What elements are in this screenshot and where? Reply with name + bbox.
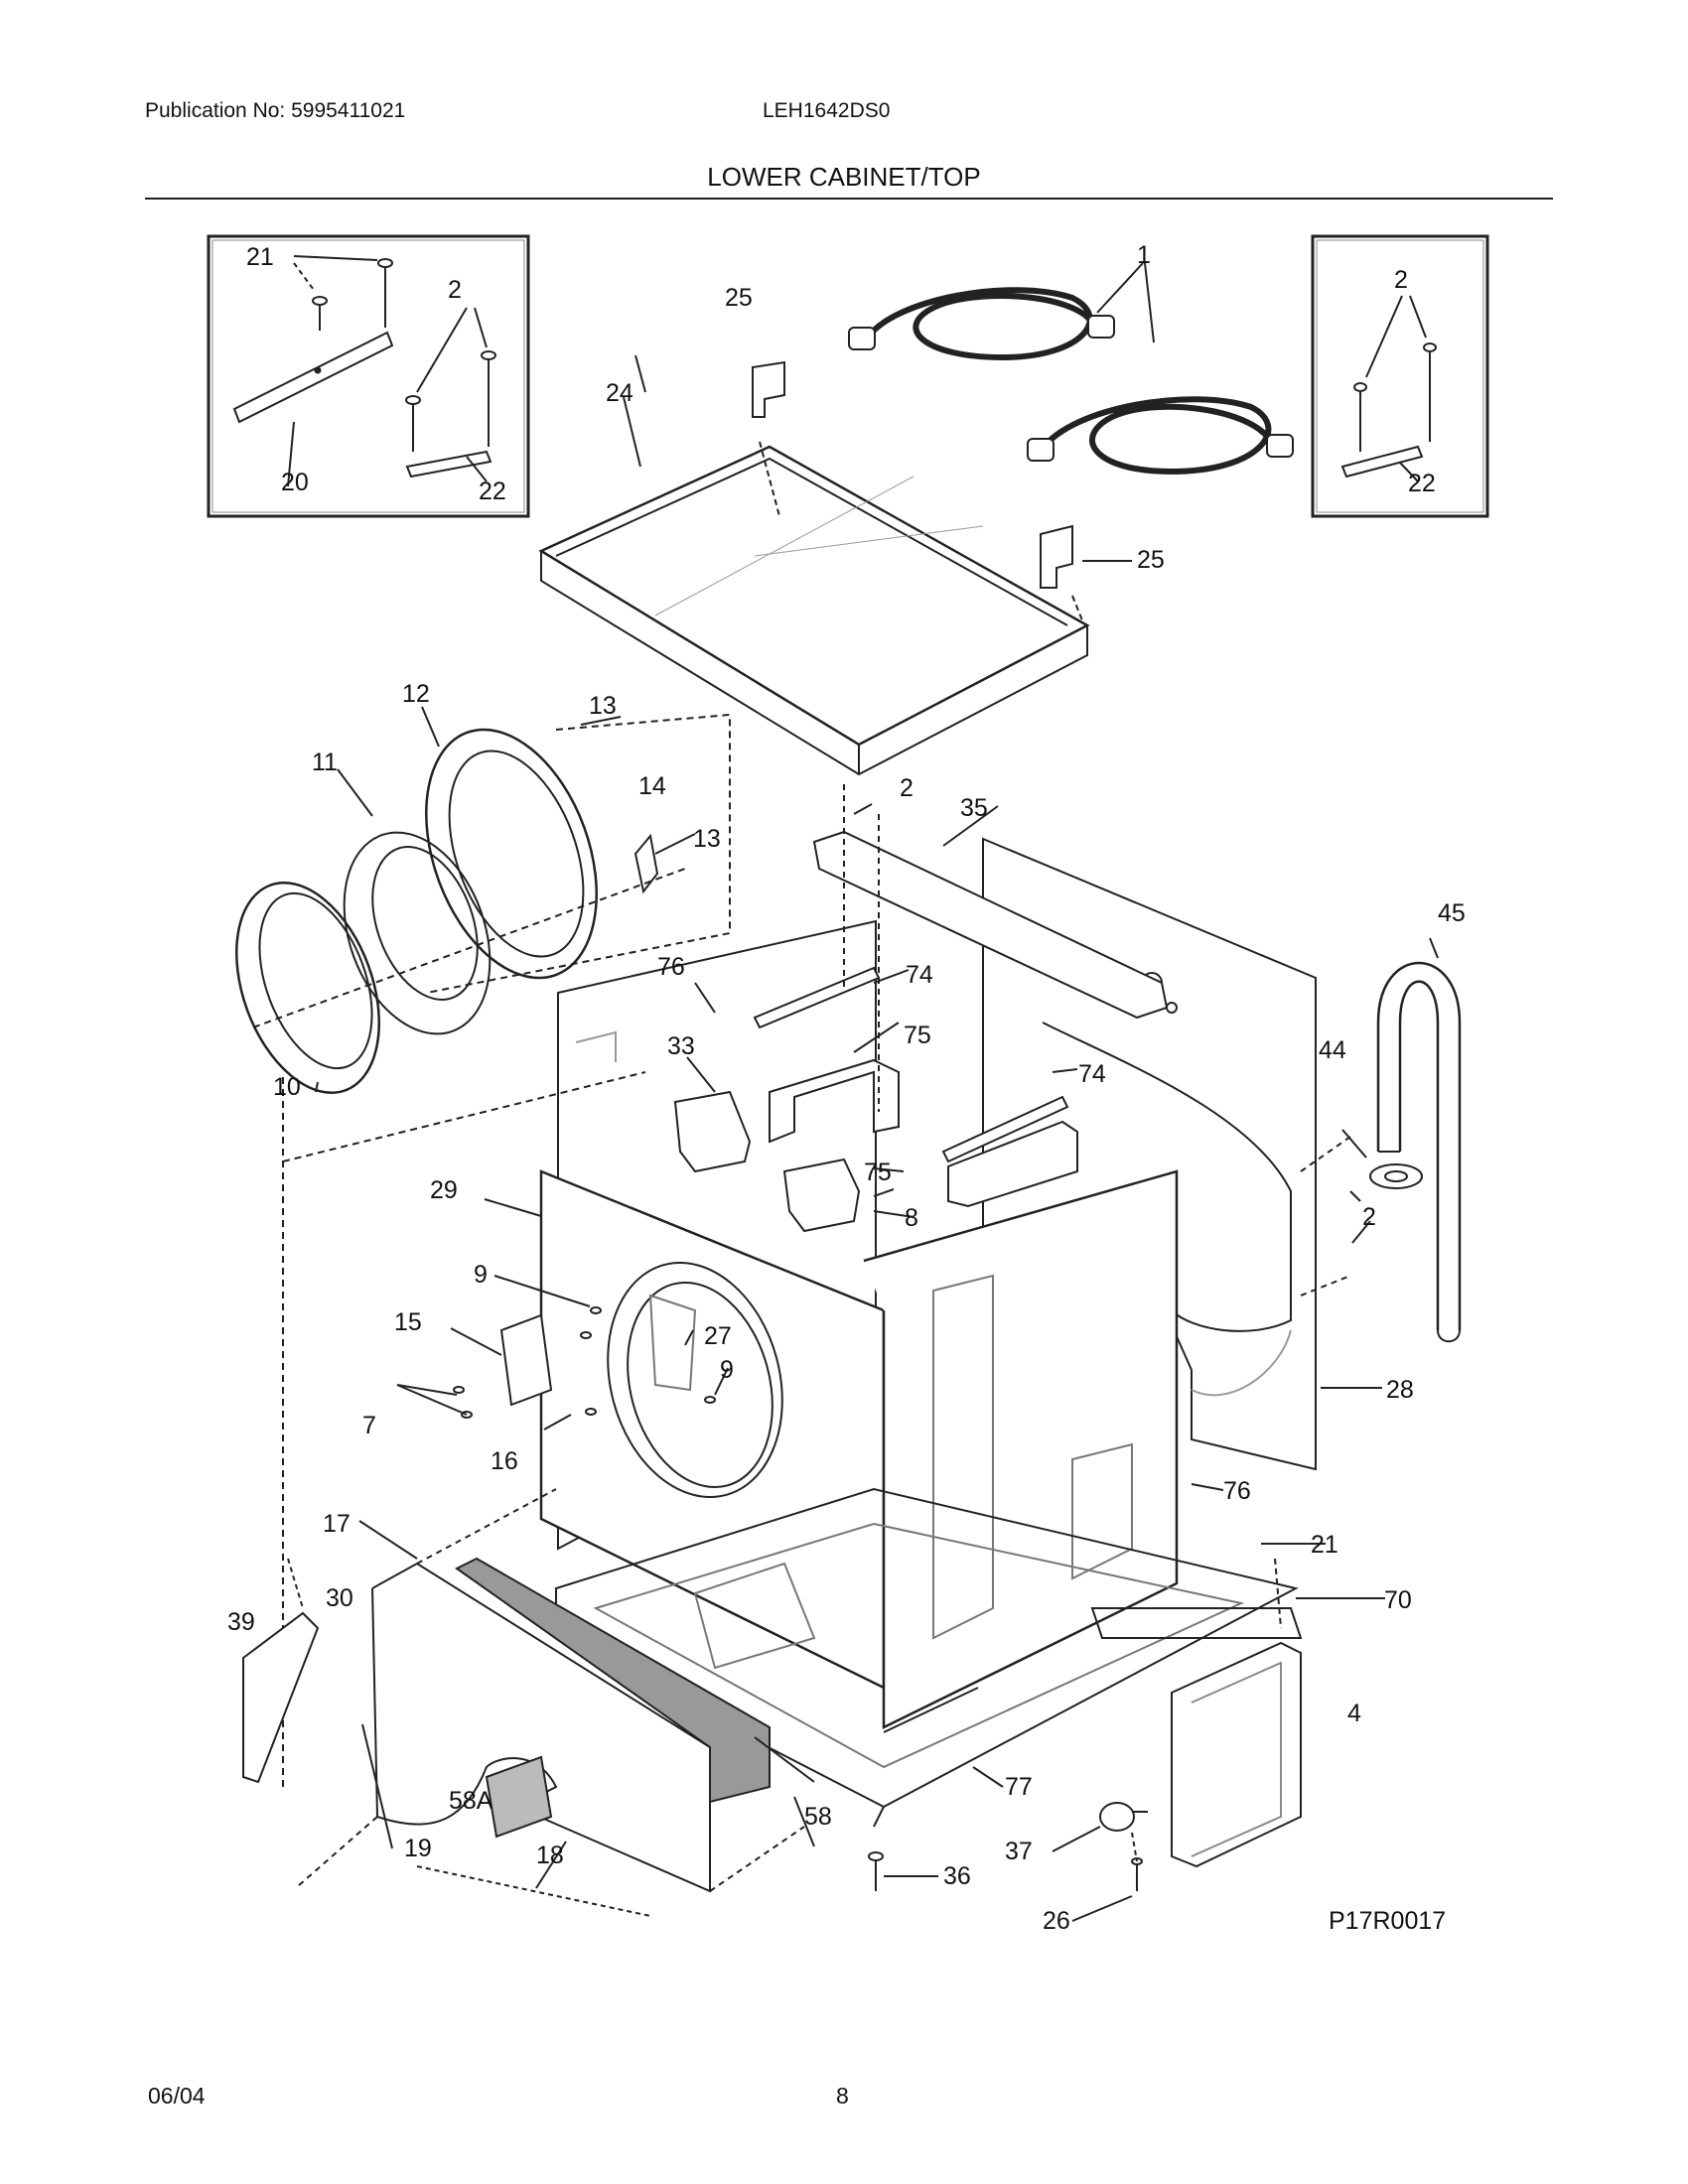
callout-label: 44 [1319, 1036, 1346, 1064]
callout-label: 33 [667, 1032, 695, 1060]
callout-label: 29 [430, 1176, 458, 1204]
callout-label: 58A [449, 1787, 493, 1815]
callout-label: 18 [536, 1842, 564, 1869]
screw-icon [453, 1386, 465, 1394]
publication-number: Publication No: 5995411021 [145, 99, 406, 122]
callout-label: 14 [638, 772, 666, 800]
callout-label: 39 [227, 1608, 255, 1636]
door-assembly [235, 706, 731, 1094]
callout-label: 75 [864, 1159, 892, 1186]
screw-icon [1131, 1857, 1143, 1891]
callout-label: 26 [1043, 1907, 1070, 1935]
screw-icon [312, 296, 328, 331]
inset-box-left [207, 234, 530, 518]
header-rule [145, 198, 1553, 200]
callout-label: 17 [323, 1510, 351, 1538]
callout-label: 77 [1005, 1773, 1033, 1801]
callout-label: 7 [362, 1412, 376, 1439]
callout-label: 13 [693, 825, 721, 853]
control-board [868, 1558, 1302, 1922]
screw-icon [580, 1331, 592, 1339]
page-number: 8 [836, 2083, 849, 2109]
page-title: LOWER CABINET/TOP [707, 162, 981, 192]
leader-lines [358, 803, 1385, 1847]
callout-label: 25 [1137, 546, 1165, 574]
callout-label: 9 [474, 1261, 488, 1289]
callout-label: 22 [1408, 470, 1436, 497]
callout-label: 74 [906, 961, 933, 989]
toe-panel [242, 1488, 805, 1917]
screw-icon [868, 1851, 884, 1891]
screw-icon [377, 258, 393, 328]
inlet-hoses [848, 262, 1294, 476]
callout-label: 21 [1311, 1531, 1338, 1559]
model-number: LEH1642DS0 [763, 99, 891, 122]
callout-label: 13 [589, 692, 617, 720]
screw-icon [481, 350, 496, 447]
callout-label: 24 [606, 379, 633, 407]
callout-label: 75 [904, 1022, 931, 1049]
callout-label: 27 [704, 1322, 732, 1350]
screw-icon [585, 1408, 597, 1416]
callout-label: 30 [326, 1584, 353, 1612]
screw-icon [405, 395, 421, 452]
screw-icon [1423, 342, 1437, 442]
publication-date: 06/04 [148, 2083, 206, 2109]
callout-label: 36 [943, 1862, 971, 1890]
callout-label: 10 [273, 1073, 301, 1101]
callout-label: 12 [402, 680, 430, 708]
callout-label: 37 [1005, 1838, 1033, 1865]
callout-label: 74 [1078, 1060, 1106, 1088]
callout-label: 16 [491, 1447, 518, 1475]
callout-label: 76 [1223, 1477, 1251, 1505]
callout-label: 2 [1362, 1203, 1376, 1231]
cabinet-assembly [282, 784, 1351, 1828]
callout-label: 8 [905, 1204, 918, 1232]
callout-label: 45 [1438, 899, 1466, 927]
callout-label: 58 [804, 1803, 832, 1831]
callout-label: 2 [448, 276, 462, 304]
callout-label: 1 [1137, 241, 1151, 269]
callout-label: 4 [1347, 1700, 1361, 1727]
callout-label: 21 [246, 243, 274, 271]
figure-code: P17R0017 [1329, 1907, 1446, 1935]
callout-label: 2 [1394, 266, 1408, 294]
callout-label: 20 [281, 469, 309, 496]
callout-label: 25 [725, 284, 753, 312]
callout-label: 11 [312, 749, 338, 776]
inset-box-right [1311, 234, 1489, 518]
drain-hose [1341, 937, 1462, 1343]
callout-label: 9 [720, 1356, 734, 1384]
screw-icon [461, 1411, 473, 1419]
callout-label: 35 [960, 794, 988, 822]
screw-icon [590, 1306, 602, 1314]
screw-icon [704, 1396, 716, 1404]
callout-label: 70 [1384, 1586, 1412, 1614]
top-panel [538, 354, 1132, 776]
callout-label: 19 [404, 1835, 432, 1862]
callout-label: 28 [1386, 1376, 1414, 1404]
callout-label: 76 [657, 953, 685, 981]
callout-label: 2 [900, 774, 914, 802]
callout-label: 15 [394, 1308, 422, 1336]
callout-label: 22 [479, 478, 506, 505]
screw-icon [1353, 382, 1367, 452]
